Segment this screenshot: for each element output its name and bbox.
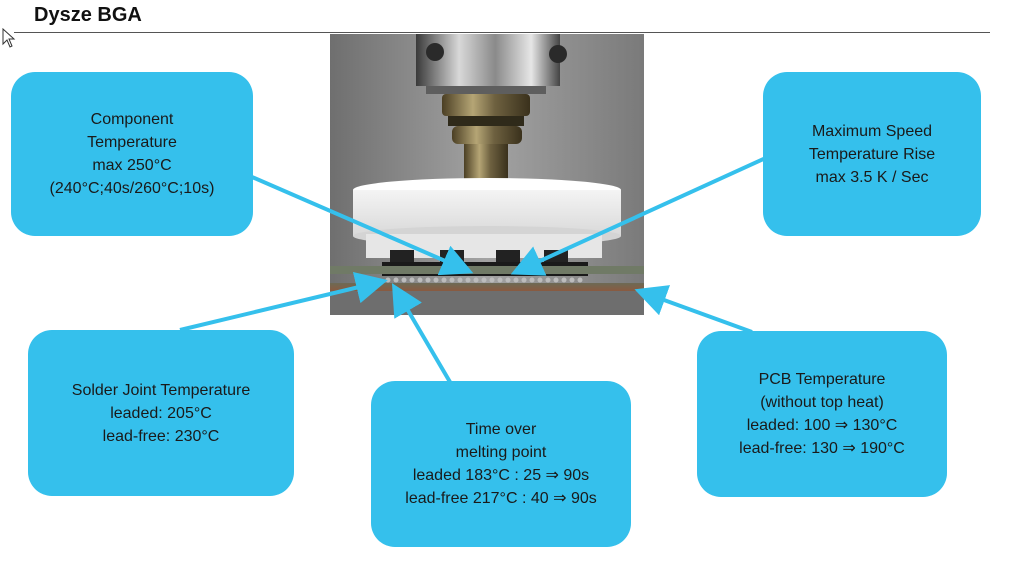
page-title: Dysze BGA [34, 4, 142, 26]
callout-pcb-temperature: PCB Temperature (without top heat) leade… [697, 331, 947, 497]
callout-component-temperature: Component Temperature max 250°C (240°C;4… [11, 72, 253, 236]
callout-time-over-melting-point: Time over melting point leaded 183°C : 2… [371, 381, 631, 547]
arrow-speed-temperature-rise [510, 154, 771, 276]
arrow-pcb-temperature [634, 285, 753, 334]
arrow-solder-joint-temperature [179, 272, 388, 332]
callout-line: leaded: 205°C [110, 404, 212, 422]
callout-line: Temperature Rise [808, 145, 936, 163]
title-divider [14, 32, 990, 33]
callout-line: melting point [455, 444, 547, 461]
callout-line: Solder Joint Temperature [71, 381, 251, 399]
callout-line: max 3.5 K / Sec [815, 168, 929, 186]
arrow-component-temperature [235, 168, 474, 276]
callout-solder-joint-temperature: Solder Joint Temperature leaded: 205°C l… [28, 330, 294, 496]
callout-line: Temperature [87, 134, 177, 151]
callout-line: PCB Temperature [758, 371, 886, 388]
callout-line: Component [90, 111, 174, 128]
mouse-cursor-icon [2, 28, 16, 48]
callout-maximum-speed: Maximum Speed Temperature Rise max 3.5 K… [763, 72, 981, 236]
callout-line: leaded: 100 ⇒ 130°C [746, 417, 898, 434]
callout-line: lead-free 217°C : 40 ⇒ 90s [405, 490, 597, 507]
callout-line: (without top heat) [760, 394, 884, 411]
callout-line: leaded 183°C : 25 ⇒ 90s [412, 467, 590, 484]
callout-line: lead-free: 130 ⇒ 190°C [739, 440, 905, 457]
callout-line: Maximum Speed [811, 122, 933, 140]
callout-line: max 250°C [92, 157, 172, 174]
callout-line: (240°C;40s/260°C;10s) [49, 180, 215, 197]
callout-line: lead-free: 230°C [102, 427, 220, 445]
arrow-time-over-melting [391, 283, 452, 384]
callout-line: Time over [465, 421, 537, 438]
